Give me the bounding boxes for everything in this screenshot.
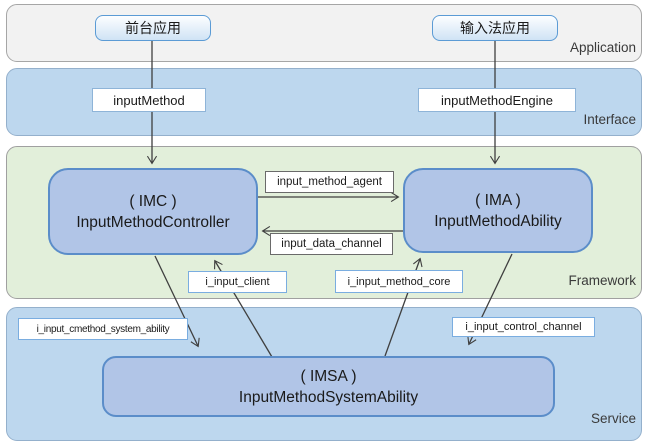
ima-name: InputMethodAbility	[434, 212, 562, 230]
i-input-client-label: i_input_client	[188, 271, 287, 293]
imc-abbr: ( IMC )	[129, 192, 177, 210]
imc-node: ( IMC ) InputMethodController	[48, 168, 258, 255]
i-input-control-channel-label: i_input_control_channel	[452, 317, 595, 337]
imsa-abbr: ( IMSA )	[300, 367, 357, 385]
imc-name: InputMethodController	[76, 213, 230, 231]
imsa-name: InputMethodSystemAbility	[238, 388, 419, 406]
service-layer-label: Service	[590, 411, 636, 426]
ime-app-node: 输入法应用	[432, 15, 558, 41]
input-method-api-node: inputMethod	[92, 88, 206, 112]
imsa-node: ( IMSA ) InputMethodSystemAbility	[102, 356, 555, 417]
input-method-engine-api-node: inputMethodEngine	[418, 88, 576, 112]
foreground-app-node: 前台应用	[95, 15, 211, 41]
interface-layer-label: Interface	[583, 112, 636, 127]
ima-node: ( IMA ) InputMethodAbility	[403, 168, 593, 253]
application-layer-label: Application	[569, 40, 636, 55]
input-data-channel-label: input_data_channel	[270, 233, 393, 255]
ima-abbr: ( IMA )	[475, 191, 521, 209]
input-method-agent-label: input_method_agent	[265, 171, 394, 193]
arrow-imc-to-imsa	[154, 255, 200, 348]
i-input-method-core-label: i_input_method_core	[335, 270, 463, 293]
framework-layer-label: Framework	[568, 273, 636, 288]
i-input-cmethod-system-ability-label: i_input_cmethod_system_ability	[18, 318, 188, 340]
